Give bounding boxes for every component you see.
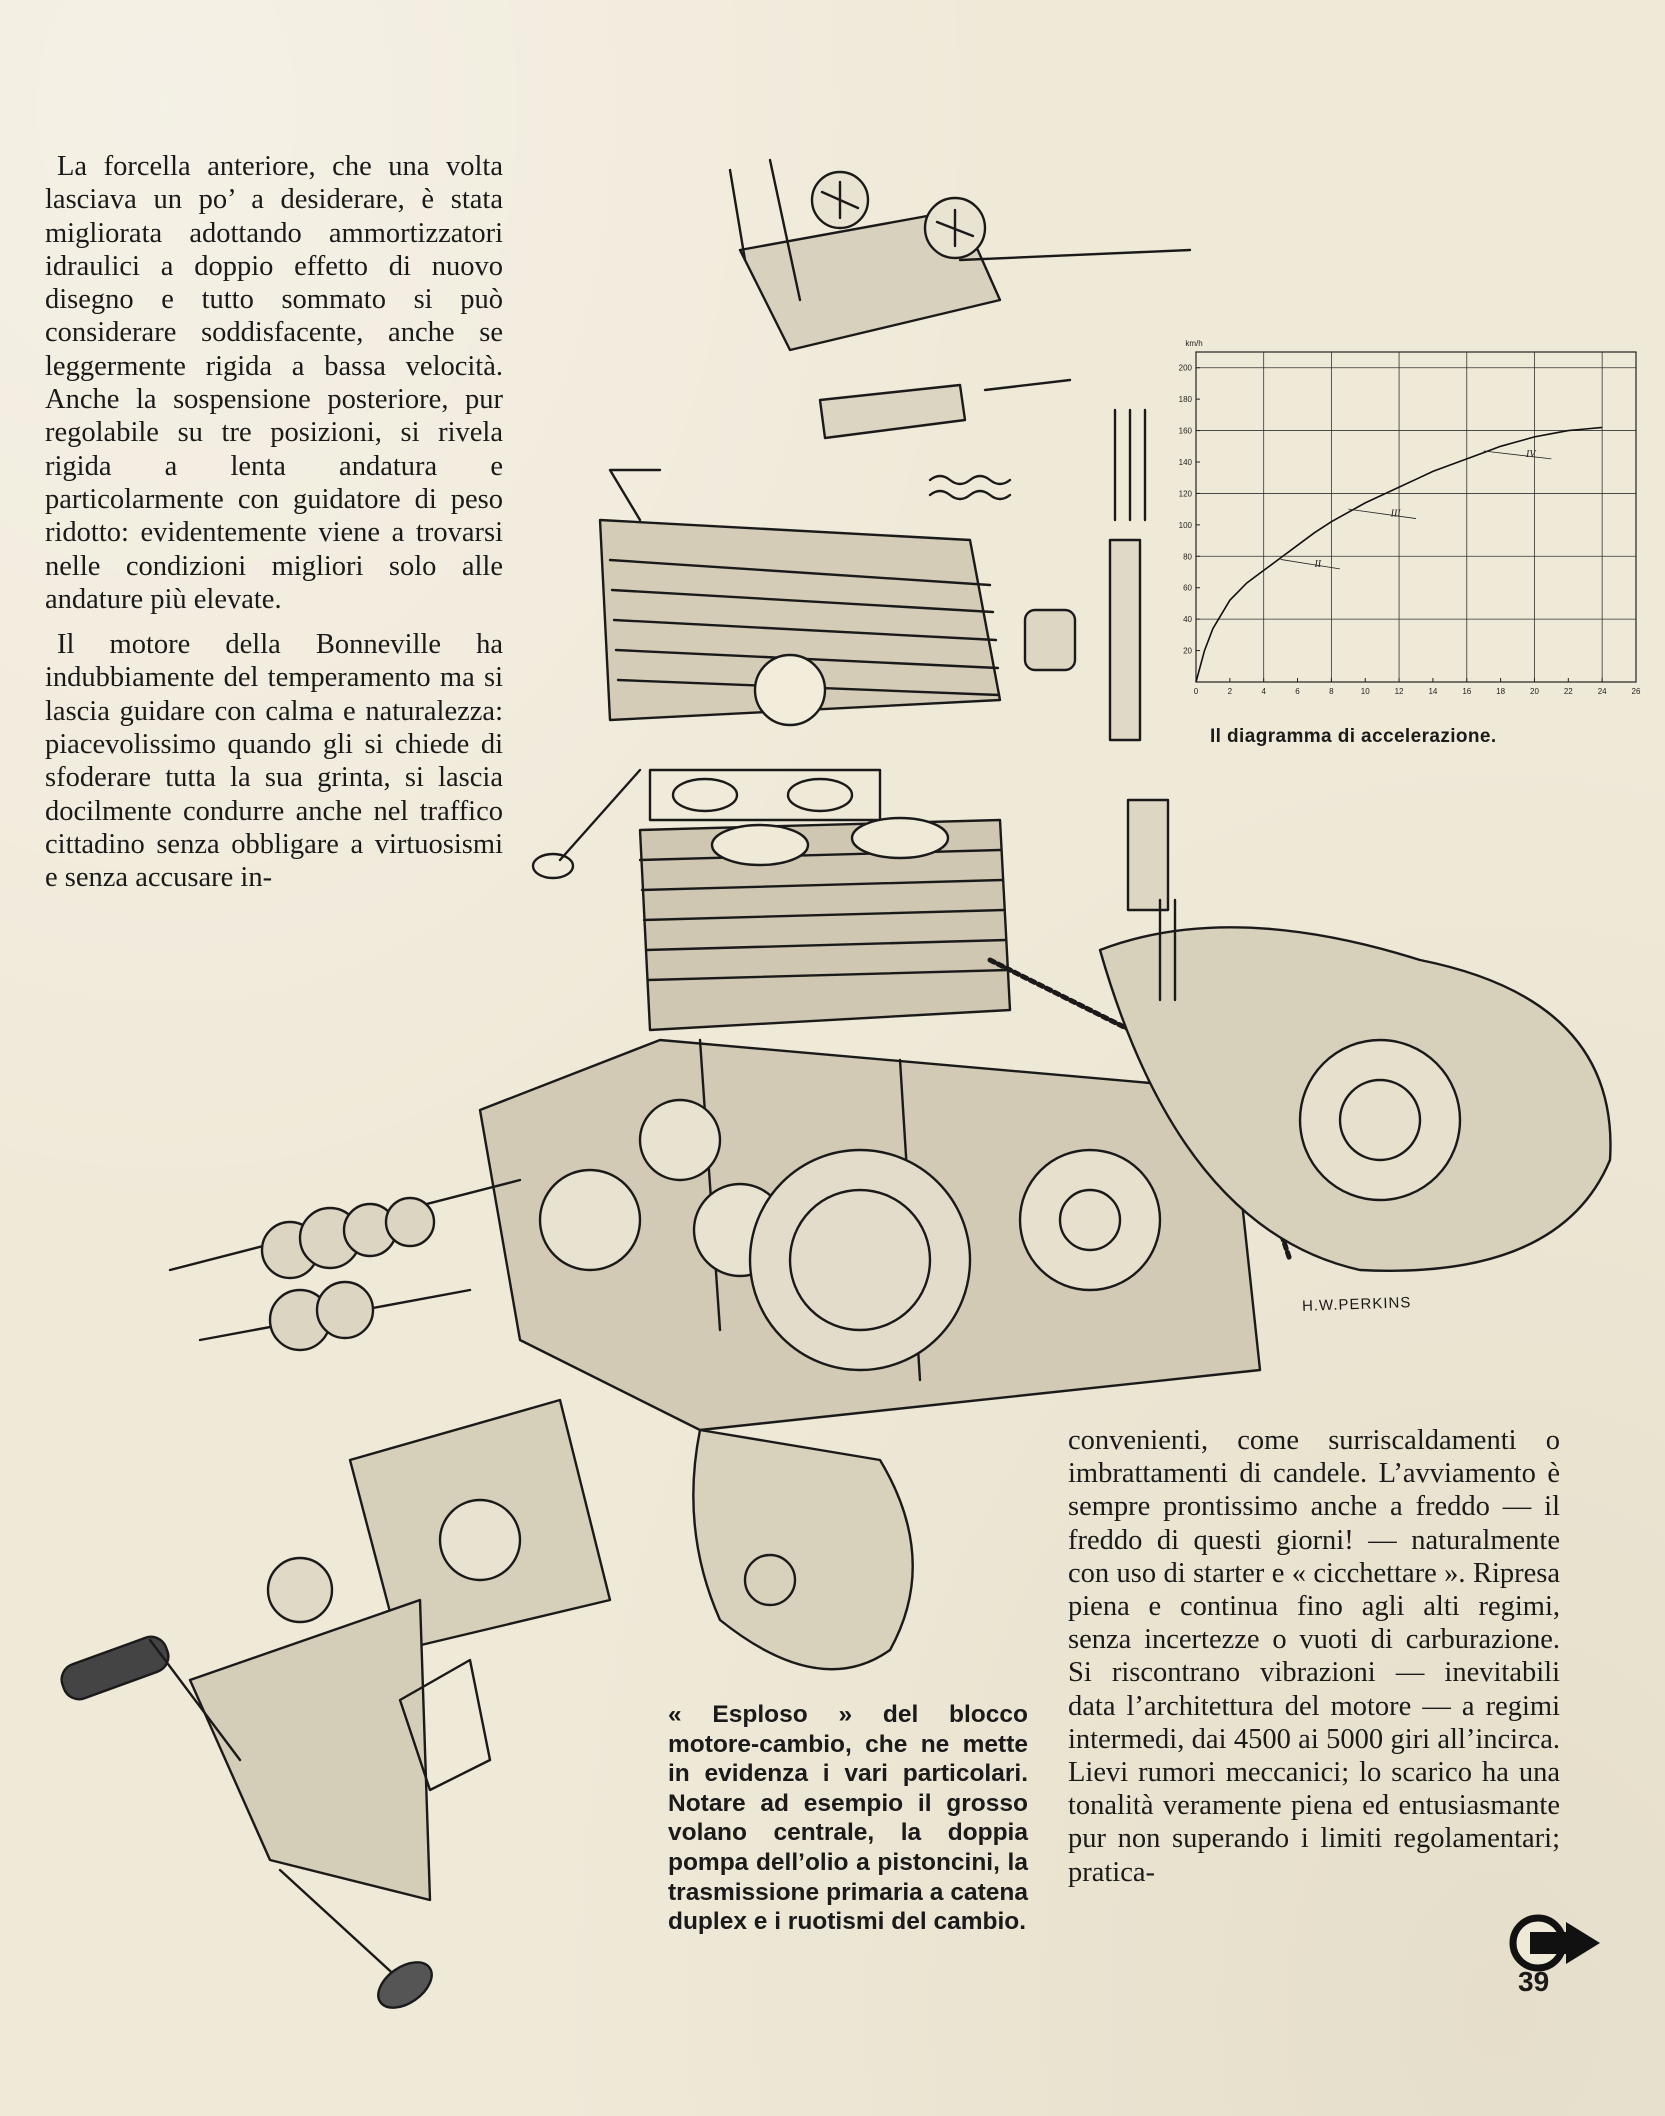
x-tick-label: 14: [1428, 687, 1437, 696]
right-paragraph: convenienti, come surriscaldamenti o imb…: [1068, 1425, 1560, 1888]
y-tick-label: 40: [1183, 615, 1192, 624]
arrow-right-icon: [1509, 1914, 1600, 1972]
y-tick-label: 20: [1183, 647, 1192, 656]
y-tick-label: 120: [1179, 489, 1193, 498]
gear-label: II: [1313, 559, 1321, 570]
gear-leader-line: [1483, 450, 1552, 460]
left-paragraph-2: Il motore della Bonneville ha indubbiame…: [45, 629, 503, 894]
page-number: 39: [1518, 1966, 1550, 1997]
x-tick-label: 10: [1361, 687, 1370, 696]
y-tick-label: 140: [1179, 458, 1193, 467]
gear-leader-line: [1348, 508, 1417, 519]
x-tick-label: 22: [1564, 687, 1573, 696]
y-tick-label: 100: [1179, 521, 1193, 530]
y-tick-label: 200: [1179, 364, 1193, 373]
y-tick-label: 160: [1179, 427, 1193, 436]
acceleration-curve: [1195, 426, 1603, 683]
right-text-column: convenienti, come surriscaldamenti o imb…: [1068, 1424, 1560, 1889]
chart-frame: [1195, 351, 1637, 683]
gear-label: IV: [1525, 449, 1537, 460]
y-axis-label: km/h: [1185, 339, 1202, 348]
y-tick-label: 180: [1179, 395, 1193, 404]
x-tick-label: 20: [1530, 687, 1539, 696]
y-tick-label: 80: [1183, 552, 1192, 561]
gear-leader-line: [1280, 559, 1340, 570]
x-tick-label: 0: [1194, 687, 1199, 696]
x-tick-label: 26: [1632, 687, 1641, 696]
gear-label: III: [1390, 509, 1402, 520]
engine-caption: « Esploso » del blocco motore-cambio, ch…: [668, 1701, 1028, 1936]
x-tick-label: 24: [1598, 687, 1607, 696]
x-tick-label: 16: [1462, 687, 1471, 696]
chart-caption: Il diagramma di accelerazione.: [1210, 726, 1497, 747]
x-tick-label: 2: [1228, 687, 1233, 696]
x-tick-label: 18: [1496, 687, 1505, 696]
left-paragraph-1: La forcella anteriore, che una volta las…: [45, 151, 503, 615]
x-tick-label: 4: [1261, 687, 1266, 696]
y-tick-label: 60: [1183, 584, 1192, 593]
x-tick-label: 8: [1329, 687, 1334, 696]
x-tick-label: 6: [1295, 687, 1300, 696]
left-text-column: La forcella anteriore, che una volta las…: [45, 150, 503, 895]
x-tick-label: 12: [1395, 687, 1404, 696]
